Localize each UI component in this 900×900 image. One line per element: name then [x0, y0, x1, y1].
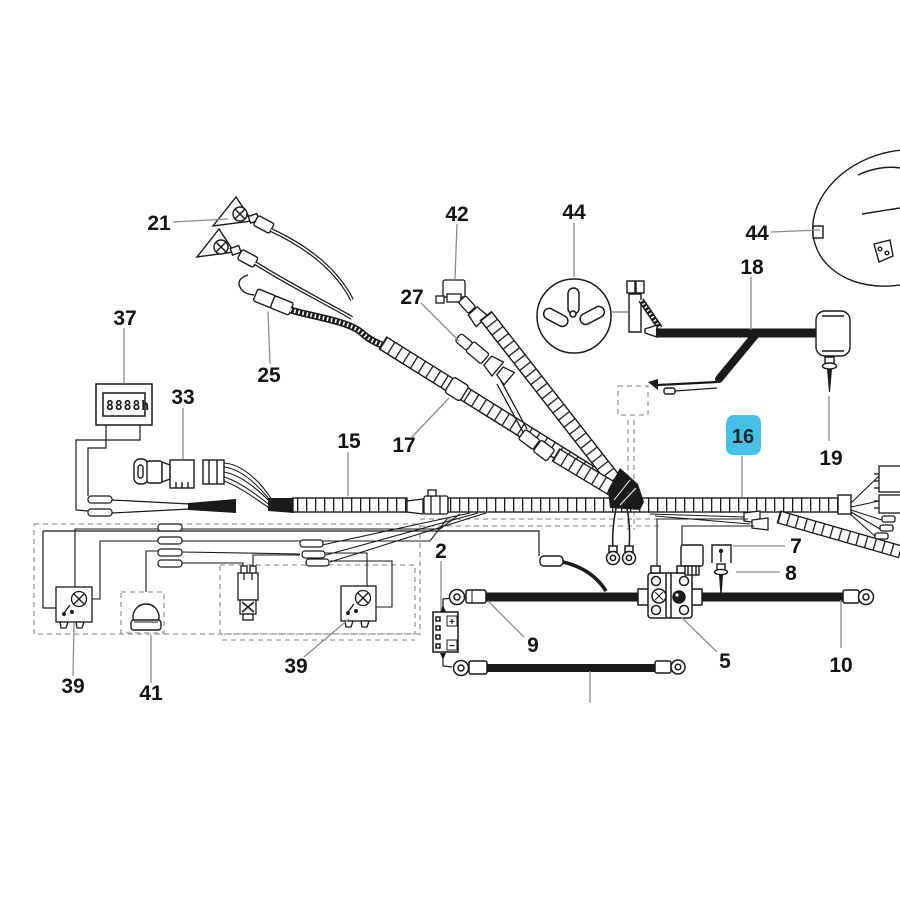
connector-27-chain [455, 333, 618, 496]
svg-text:21[interactable]: 21 [147, 212, 171, 235]
part-label-21[interactable]: 21 [147, 212, 171, 235]
hour-meter-display: 8888h [106, 399, 150, 414]
harness-feed-wedges [188, 498, 294, 513]
svg-text:8[interactable]: 8 [785, 562, 797, 585]
main-harness [292, 489, 852, 515]
harness-right-connectors [849, 465, 900, 540]
hour-meter: 8888h [75, 383, 153, 512]
cable-18-assembly [626, 280, 851, 395]
screw-8 [713, 563, 729, 596]
ignition-switch [133, 458, 274, 511]
svg-text:37[interactable]: 37 [113, 307, 136, 330]
leader-lines [72, 218, 842, 703]
screw-19 [821, 356, 838, 392]
part-label-9[interactable]: 9 [527, 634, 539, 657]
battery: + − [432, 597, 459, 668]
center-connector [237, 565, 259, 621]
part-label-10[interactable]: 10 [829, 654, 852, 677]
part-7-bracket [711, 544, 732, 563]
part-label-7[interactable]: 7 [790, 535, 802, 558]
part-label-15[interactable]: 15 [337, 430, 361, 453]
part-label-25[interactable]: 25 [257, 364, 281, 387]
svg-text:17[interactable]: 17 [392, 434, 415, 457]
headlamp-assembly [195, 195, 386, 350]
starter-solenoid [637, 565, 703, 619]
connector-42-chain [435, 279, 490, 328]
svg-text:7[interactable]: 7 [790, 535, 802, 558]
svg-text:9[interactable]: 9 [527, 634, 539, 657]
lower-branch-harness [649, 510, 900, 559]
svg-text:15[interactable]: 15 [337, 430, 361, 453]
svg-text:39[interactable]: 39 [61, 675, 84, 698]
svg-text:44[interactable]: 44 [745, 222, 769, 245]
cable-10 [702, 588, 875, 606]
part-label-19[interactable]: 19 [819, 447, 842, 470]
part-label-39-left[interactable]: 39 [61, 675, 84, 698]
positive-cable [448, 588, 642, 606]
part-label-37[interactable]: 37 [113, 307, 136, 330]
svg-text:16[interactable]: 16 [732, 426, 754, 448]
svg-text:27[interactable]: 27 [400, 286, 423, 309]
lamp-left [55, 586, 93, 629]
harness-junction [608, 468, 644, 510]
module-18 [815, 310, 851, 357]
svg-text:10[interactable]: 10 [829, 654, 852, 677]
part-label-44-fan[interactable]: 44 [562, 201, 586, 224]
part-label-41[interactable]: 41 [139, 682, 163, 705]
svg-text:39[interactable]: 39 [284, 655, 307, 678]
part-label-16-highlighted[interactable]: 16 [726, 415, 761, 455]
svg-text:5[interactable]: 5 [719, 650, 731, 673]
junction-ring-terminals [605, 507, 637, 566]
svg-text:33[interactable]: 33 [171, 386, 194, 409]
svg-text:42[interactable]: 42 [445, 203, 468, 226]
terminal-clusters [157, 523, 330, 568]
part-label-17[interactable]: 17 [392, 434, 415, 457]
ground-cable [452, 659, 686, 677]
part-label-33[interactable]: 33 [171, 386, 194, 409]
battery-minus-symbol: − [449, 641, 455, 652]
part-label-2[interactable]: 2 [435, 540, 447, 563]
part-label-5[interactable]: 5 [719, 650, 731, 673]
fuse-wire [42, 530, 608, 609]
hour-meter-terminals [87, 495, 191, 517]
part-labels: 21 37 25 42 44 27 44 18 19 15 17 33 16 2… [61, 201, 852, 705]
dashed-boxes [33, 385, 660, 641]
grommet-41 [130, 603, 162, 631]
part-label-8[interactable]: 8 [785, 562, 797, 585]
relay-and-fasteners [656, 518, 754, 596]
svg-text:2[interactable]: 2 [435, 540, 447, 563]
part-label-27[interactable]: 27 [400, 286, 423, 309]
part-label-42[interactable]: 42 [445, 203, 468, 226]
battery-plus-symbol: + [449, 617, 455, 628]
svg-text:18[interactable]: 18 [740, 256, 764, 279]
lamp-right [340, 585, 377, 628]
svg-text:25[interactable]: 25 [257, 364, 281, 387]
part-label-39-right[interactable]: 39 [284, 655, 307, 678]
part-label-44-shell[interactable]: 44 [745, 222, 769, 245]
relay [680, 544, 704, 576]
lamp-circuit-wires [74, 512, 487, 608]
svg-text:19[interactable]: 19 [819, 447, 842, 470]
part-label-18[interactable]: 18 [740, 256, 764, 279]
highlight-marker[interactable] [726, 415, 761, 455]
fan-wheel [536, 278, 629, 354]
harness-inline-connector [406, 489, 449, 515]
headlight-shell [812, 149, 900, 287]
svg-text:41[interactable]: 41 [139, 682, 163, 705]
svg-text:44[interactable]: 44 [562, 201, 586, 224]
